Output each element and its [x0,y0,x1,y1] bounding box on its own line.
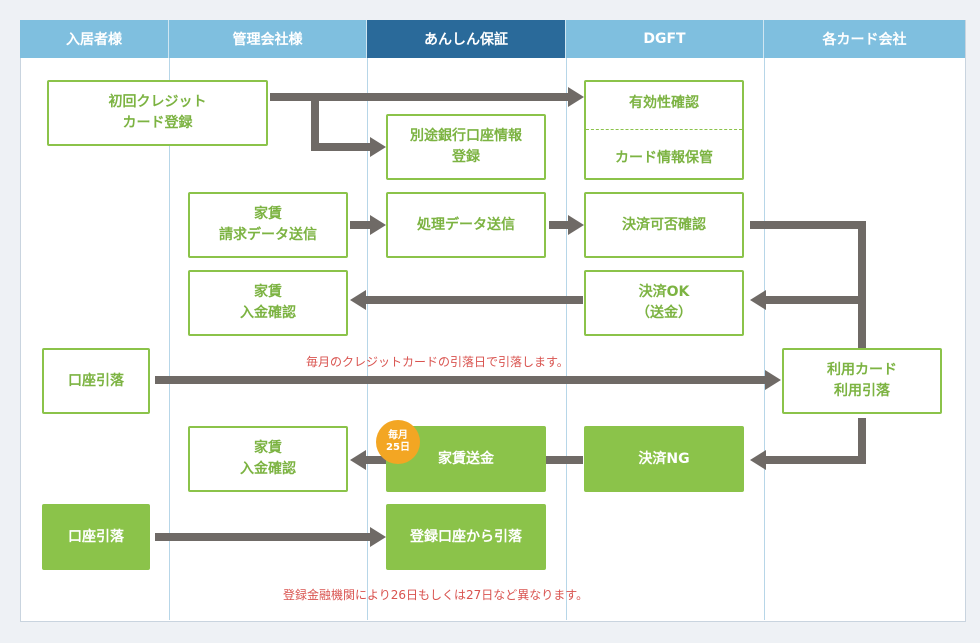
box-label: 初回クレジット [108,94,207,110]
dashed-divider [586,129,742,130]
box-label: 家賃 [254,206,282,222]
credit-card-registration-box: 初回クレジット カード登録 [47,80,268,146]
box-label: （送金） [636,305,692,321]
registered-account-debit-box: 登録口座から引落 [386,504,546,570]
lane-header-dgft: DGFT [566,20,764,58]
box-label: 利用引落 [834,383,890,399]
rent-request-box: 家賃 請求データ送信 [188,192,348,258]
lane-divider [764,58,765,620]
arrowhead [765,370,781,390]
badge-line: 25日 [386,442,410,453]
validity-label: 有効性確認 [629,95,699,111]
arrowhead [568,87,584,107]
arrowhead [350,450,366,470]
box-label: 決済NG [638,450,690,467]
lane-header-management: 管理会社様 [169,20,367,58]
arrowhead [370,215,386,235]
settlement-ng-box: 決済NG [584,426,744,492]
box-label: 登録 [452,149,480,165]
box-label: 家賃 [254,440,282,456]
box-label: 決済可否確認 [622,216,706,233]
validity-storage-box: 有効性確認 カード情報保管 [584,80,744,180]
settlement-check-box: 決済可否確認 [584,192,744,258]
arrowhead [750,290,766,310]
box-label: 決済OK [638,284,690,300]
process-data-send-box: 処理データ送信 [386,192,546,258]
box-label: 口座引落 [68,528,124,545]
arrow-card-to-ng [766,418,866,464]
box-label: 登録口座から引落 [410,528,522,545]
arrow-register-to-bank [311,97,370,151]
box-label: 口座引落 [68,372,124,389]
box-label: 別途銀行口座情報 [410,128,522,144]
bank-info-registration-box: 別途銀行口座情報 登録 [386,114,546,180]
box-label: 入金確認 [240,305,296,321]
box-label: 入金確認 [240,461,296,477]
monthly-debit-note: 毎月のクレジットカードの引落日で引落します。 [306,355,569,369]
rent-receipt-box-2: 家賃 入金確認 [188,426,348,492]
bank-date-note: 登録金融機関により26日もしくは27日など異なります。 [283,588,589,602]
arrowhead [370,527,386,547]
card-storage-label: カード情報保管 [615,150,713,166]
account-debit-box-2: 口座引落 [42,504,150,570]
box-label: カード登録 [122,115,193,131]
arrowhead [568,215,584,235]
lane-divider [169,58,170,620]
arrowhead [750,450,766,470]
arrow-settle-to-card [750,221,866,348]
box-label: 利用カード [827,362,897,378]
settlement-ok-box: 決済OK （送金） [584,270,744,336]
lane-divider [566,58,567,620]
box-label: 請求データ送信 [219,227,317,243]
box-label: 家賃送金 [438,450,494,467]
account-debit-box-1: 口座引落 [42,348,150,414]
lane-divider [367,58,368,620]
box-label: 処理データ送信 [417,216,515,233]
badge-line: 毎月 [388,430,408,441]
rent-receipt-box-1: 家賃 入金確認 [188,270,348,336]
monthly-25th-badge: 毎月 25日 [376,420,420,464]
lane-header-anshin: あんしん保証 [367,20,566,58]
arrowhead [370,137,386,157]
lane-header-resident: 入居者様 [20,20,169,58]
card-debit-box: 利用カード 利用引落 [782,348,942,414]
lane-header-card-company: 各カード会社 [764,20,965,58]
arrowhead [350,290,366,310]
box-label: 家賃 [254,284,282,300]
